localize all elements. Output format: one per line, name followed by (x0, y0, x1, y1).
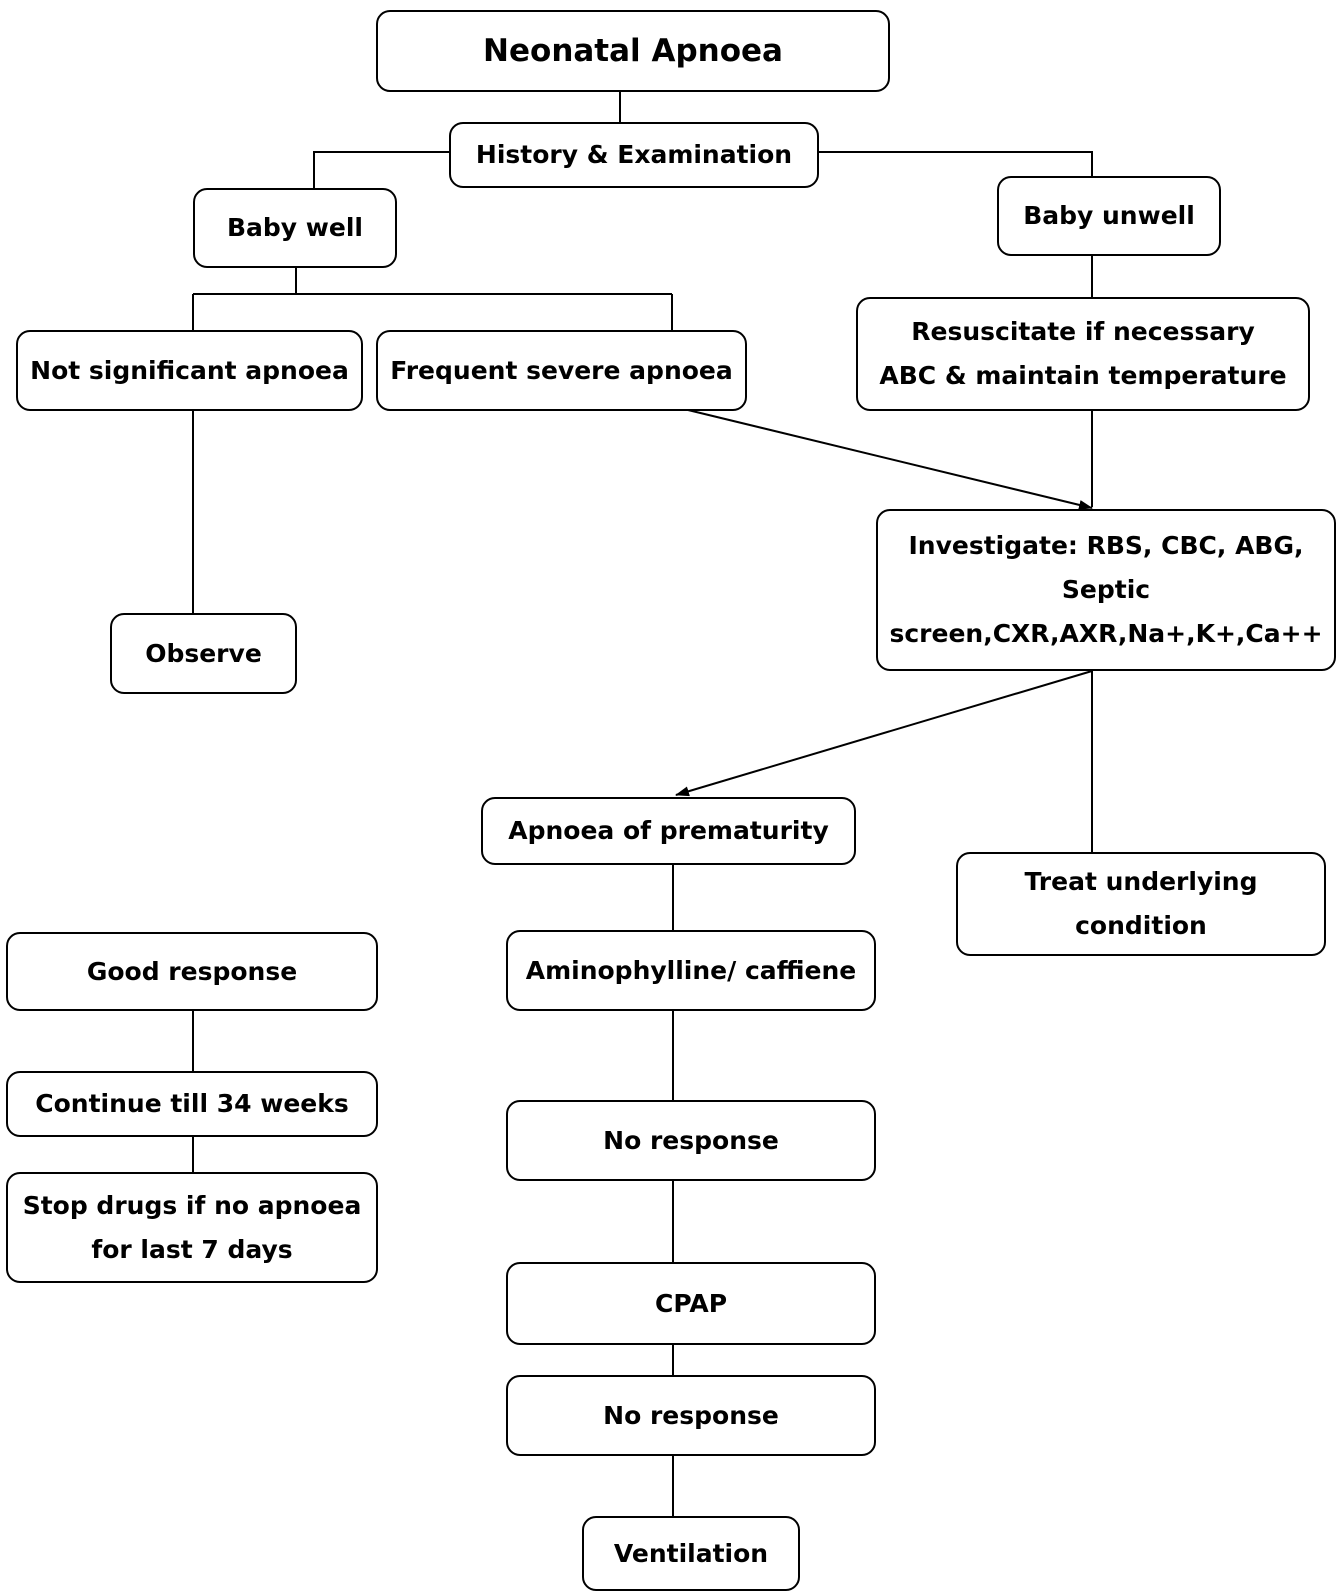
node-not-significant-apnoea: Not significant apnoea (16, 330, 363, 411)
node-apnoea-of-prematurity: Apnoea of prematurity (481, 797, 856, 865)
node-frequent-severe-apnoea: Frequent severe apnoea (376, 330, 747, 411)
node-stop-drugs: Stop drugs if no apnoea for last 7 days (6, 1172, 378, 1283)
node-good-response: Good response (6, 932, 378, 1011)
node-no-response-1: No response (506, 1100, 876, 1181)
node-resuscitate: Resuscitate if necessary ABC & maintain … (856, 297, 1310, 411)
node-observe: Observe (110, 613, 297, 694)
arrow-investigate-apnoea-prematurity (675, 670, 1093, 797)
node-investigate: Investigate: RBS, CBC, ABG, Septic scree… (876, 509, 1336, 671)
node-continue-till-34-weeks: Continue till 34 weeks (6, 1071, 378, 1137)
node-neonatal-apnoea: Neonatal Apnoea (376, 10, 890, 92)
node-aminophylline-caffiene: Aminophylline/ caffiene (506, 930, 876, 1011)
node-treat-underlying-condition: Treat underlying condition (956, 852, 1326, 956)
node-no-response-2: No response (506, 1375, 876, 1456)
node-history-examination: History & Examination (449, 122, 819, 188)
node-cpap: CPAP (506, 1262, 876, 1345)
connector-history-baby-unwell (819, 151, 1093, 176)
connector-history-baby-well (313, 151, 449, 188)
node-ventilation: Ventilation (582, 1516, 800, 1591)
arrow-frequent-severe-investigate (687, 409, 1093, 510)
node-baby-well: Baby well (193, 188, 397, 268)
node-baby-unwell: Baby unwell (997, 176, 1221, 256)
